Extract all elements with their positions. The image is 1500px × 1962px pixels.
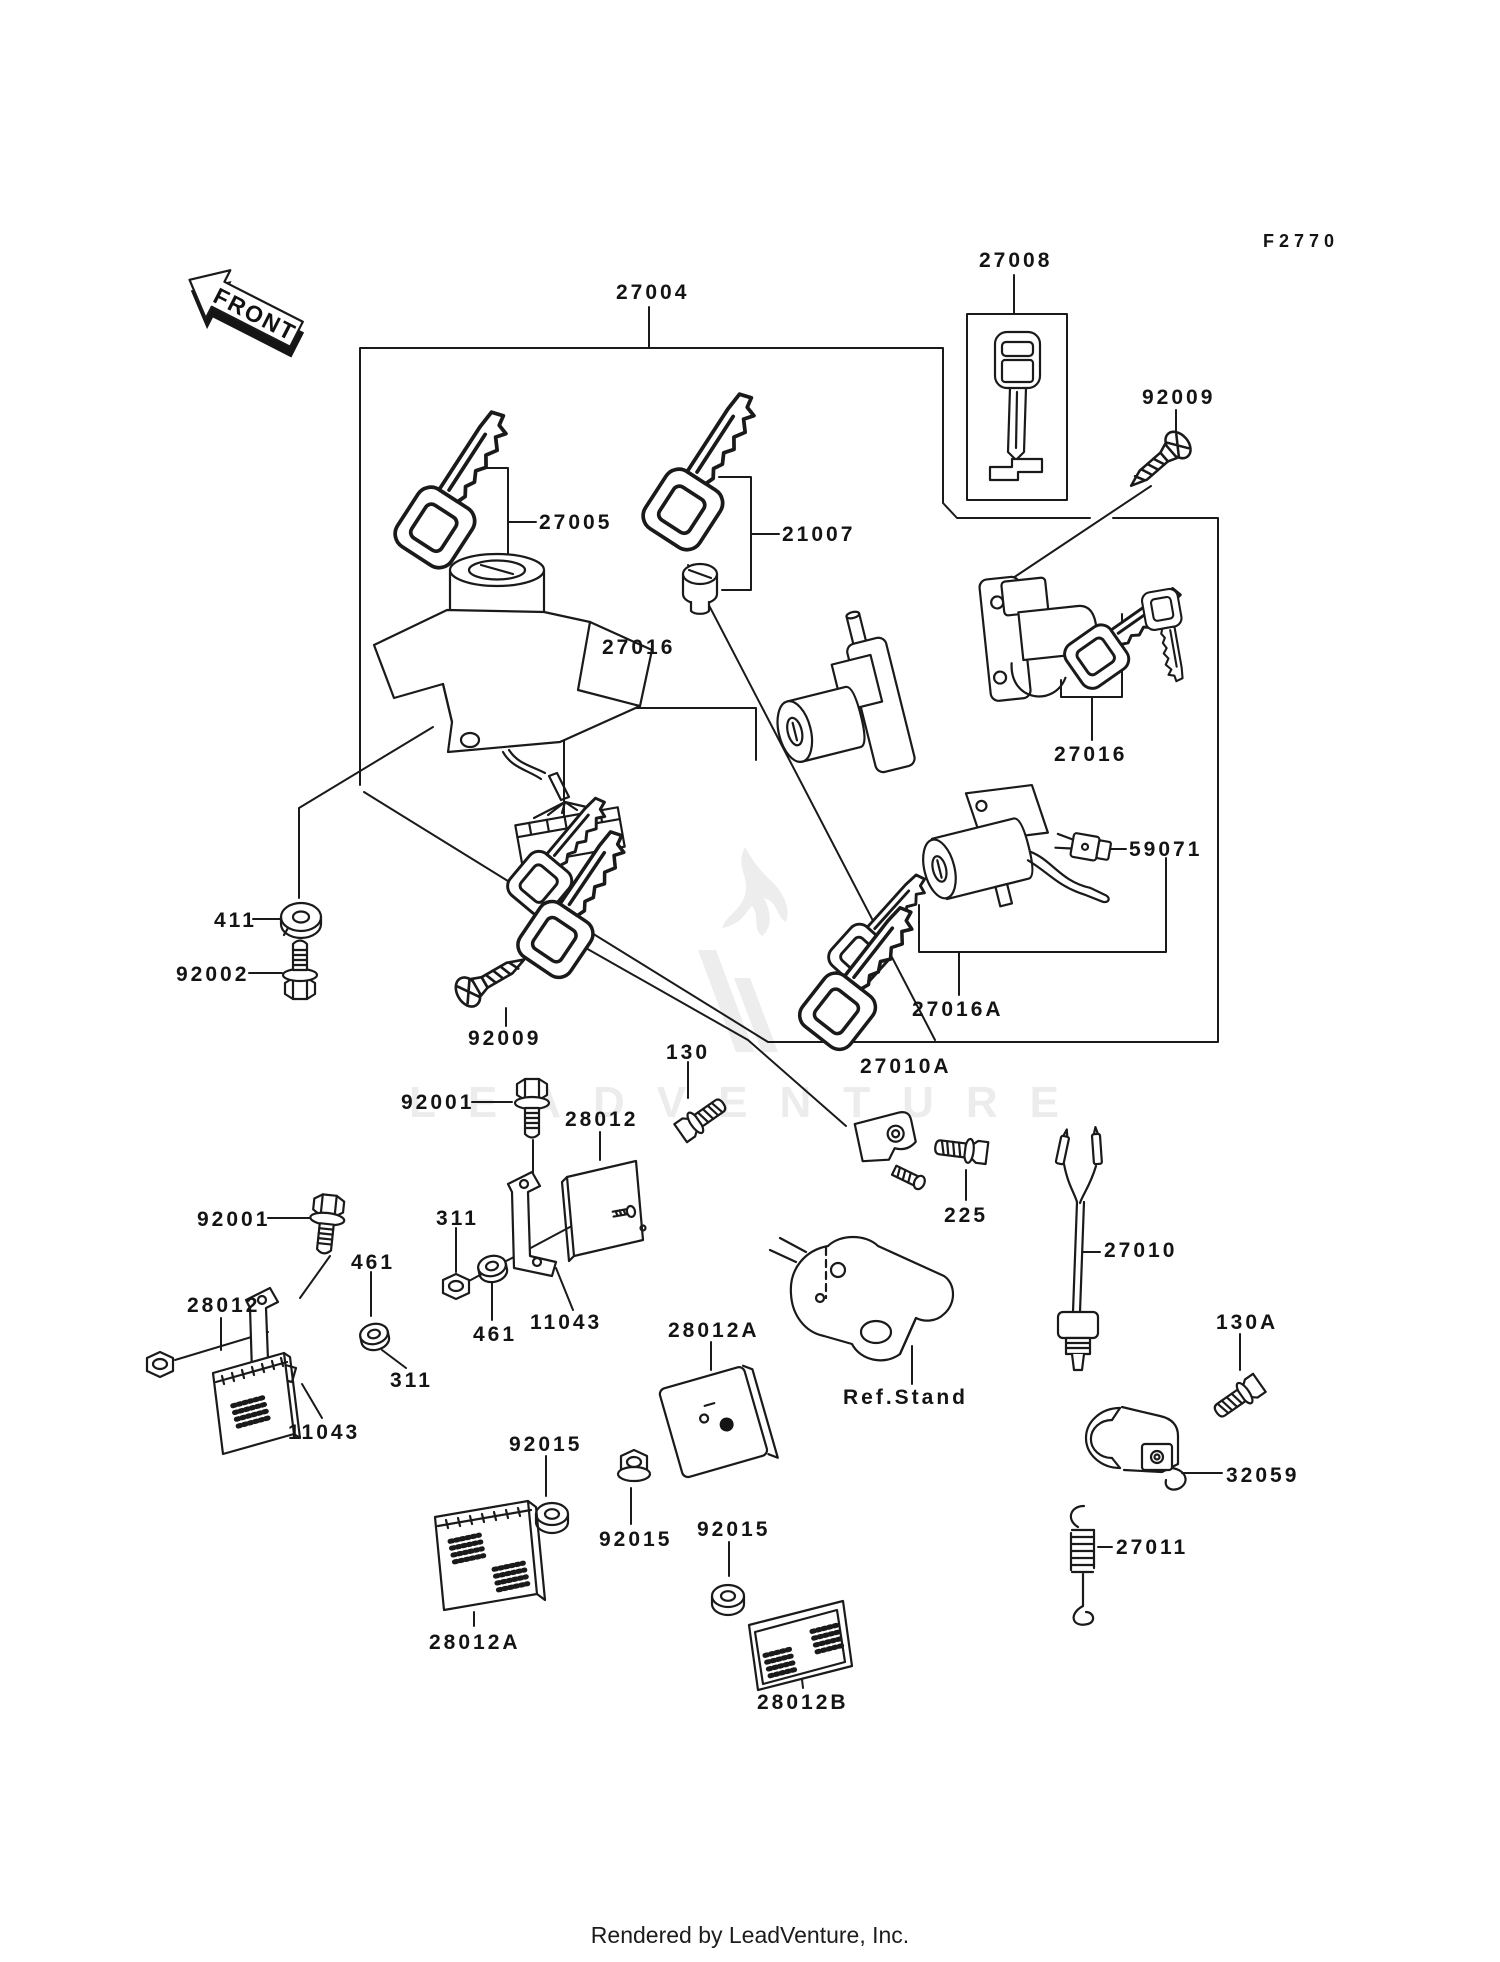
part-callout-11043-right: 11043	[530, 1311, 603, 1334]
cap-lock-21007-drawing	[681, 562, 719, 615]
washer-411-drawing	[279, 901, 323, 940]
part-callout-27004: 27004	[616, 281, 690, 304]
part-callout-225: 225	[944, 1204, 989, 1227]
switch-27010-drawing	[1054, 1125, 1103, 1372]
part-callout-411: 411	[214, 909, 257, 932]
bolt-225-drawing	[932, 1133, 990, 1167]
part-callout-311-lower: 311	[390, 1369, 433, 1392]
part-callout-27010A: 27010A	[860, 1055, 952, 1078]
part-callout-28012B: 28012B	[757, 1691, 849, 1714]
footer-credit: Rendered by LeadVenture, Inc.	[590, 1922, 910, 1948]
reflector-28012-upper-drawing	[560, 1159, 647, 1263]
part-callout-92015-b: 92015	[599, 1528, 673, 1551]
seat-lock-27016-center-drawing	[776, 610, 916, 774]
screw-92009-lower-drawing	[449, 944, 534, 1013]
part-callout-21007: 21007	[782, 523, 856, 546]
part-callout-27008: 27008	[979, 249, 1053, 272]
part-callout-130: 130	[666, 1041, 711, 1064]
part-callout-27016A: 27016A	[912, 998, 1004, 1021]
key-21007-drawing	[635, 380, 784, 558]
bracket-11043-upper-drawing	[506, 1170, 558, 1278]
nut-92015-c-drawing	[710, 1583, 746, 1617]
reflector-28012A-keyhole-drawing	[658, 1364, 779, 1479]
spring-27011-drawing	[1069, 1504, 1096, 1626]
reflector-28012A-bottom-drawing	[433, 1499, 547, 1612]
part-callout-ref-stand: Ref.Stand	[843, 1386, 969, 1409]
lock-27016A-drawing	[922, 783, 1110, 908]
part-callout-28012A-bottom: 28012A	[429, 1631, 521, 1654]
ignition-key-27005-drawing	[387, 398, 536, 576]
part-callout-92001-left: 92001	[197, 1208, 271, 1231]
part-callout-92015-c: 92015	[697, 1518, 771, 1541]
part-callout-28012-upper: 28012	[565, 1108, 639, 1131]
part-callout-27005: 27005	[539, 511, 613, 534]
part-callout-311-upper: 311	[436, 1207, 479, 1230]
switch-59071-drawing	[1054, 832, 1112, 862]
washer-461-lower-drawing	[475, 1252, 511, 1286]
part-callout-28012-left: 28012	[187, 1294, 261, 1317]
nut-92015-a-drawing	[534, 1501, 570, 1535]
part-callout-27010: 27010	[1104, 1239, 1178, 1262]
part-callout-92001-upper: 92001	[401, 1091, 475, 1114]
part-callout-461-lower: 461	[473, 1323, 518, 1346]
bolt-130A-drawing	[1208, 1371, 1268, 1424]
group-boxes	[359, 274, 1219, 1043]
part-callout-11043-left: 11043	[288, 1421, 361, 1444]
bolt-130-drawing	[672, 1092, 732, 1145]
bolt-92002-drawing	[281, 939, 319, 1001]
washer-461-upper-drawing	[357, 1320, 393, 1354]
nut-92015-b-drawing	[616, 1448, 652, 1483]
part-callout-28012A-mid: 28012A	[668, 1319, 760, 1342]
nut-311-upper-drawing	[441, 1272, 471, 1301]
front-arrow: FRONT	[188, 269, 305, 358]
bolt-92001-left-drawing	[305, 1192, 348, 1257]
switch-bracket-27010A-drawing	[853, 1111, 926, 1191]
nut-311-lower-drawing	[145, 1350, 175, 1379]
bolt-92001-upper-drawing	[513, 1077, 551, 1139]
part-callout-92009-top: 92009	[1142, 386, 1216, 409]
part-callout-27016-right: 27016	[1054, 743, 1128, 766]
part-callout-130A: 130A	[1216, 1311, 1279, 1334]
diagram-code: F2770	[1263, 231, 1340, 251]
reflector-28012-left-drawing	[211, 1351, 302, 1456]
key-pair-27016A-drawing	[792, 862, 947, 1057]
part-callout-32059: 32059	[1226, 1464, 1300, 1487]
screw-92009-top-drawing	[1120, 425, 1197, 499]
part-callout-92002: 92002	[176, 963, 250, 986]
stand-bracket-drawing	[768, 1235, 955, 1362]
part-callout-461-upper: 461	[351, 1251, 396, 1274]
part-callout-27016-center: 27016	[602, 636, 676, 659]
part-callout-59071: 59071	[1129, 838, 1203, 861]
ignition-switch-drawing	[372, 552, 654, 866]
clamp-32059-drawing	[1084, 1405, 1187, 1491]
part-callout-27011: 27011	[1116, 1536, 1189, 1559]
part-callout-92015-a: 92015	[509, 1433, 583, 1456]
part-callout-92009-lower: 92009	[468, 1027, 542, 1050]
blank-key-27008-drawing	[988, 330, 1044, 482]
watermark-flame-logo	[698, 847, 788, 1052]
reflector-28012B-drawing	[747, 1599, 854, 1692]
